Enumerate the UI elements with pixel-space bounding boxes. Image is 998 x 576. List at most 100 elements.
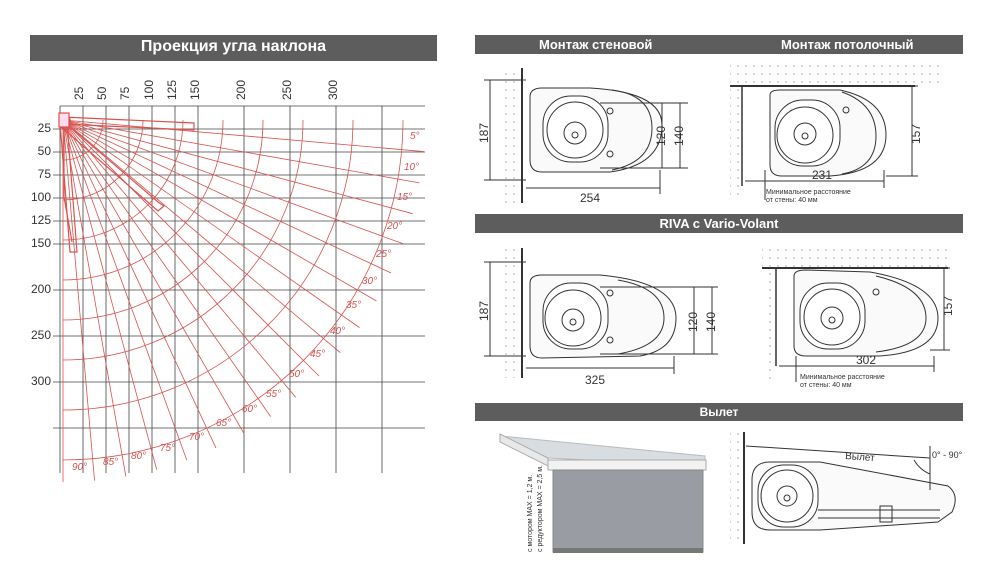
angle-label-35: 35° xyxy=(346,300,361,311)
riva-wall-height-label: 187 xyxy=(477,301,491,321)
angle-ray xyxy=(62,119,296,398)
angle-arc xyxy=(62,119,184,241)
angle-label-70: 70° xyxy=(189,432,204,443)
angle-label-45: 45° xyxy=(310,349,325,360)
riva-ceiling-height-label: 157 xyxy=(941,296,955,316)
awning-note-line1: с мотором MAX = 1,2 м. xyxy=(527,475,534,552)
angle-arcs xyxy=(62,119,404,461)
angle-arc xyxy=(62,119,144,201)
angle-arc xyxy=(62,119,224,281)
angle-label-90: 90° xyxy=(72,462,87,473)
angle-ray xyxy=(62,119,245,434)
angle-ray xyxy=(62,119,420,184)
top-tick-300: 300 xyxy=(326,80,340,100)
ceiling-note-line2: от стены: 40 мм xyxy=(766,197,818,204)
angle-ray xyxy=(62,119,127,477)
projection-label: Вылет xyxy=(845,451,876,464)
ceiling-mount-title: Монтаж потолочный xyxy=(781,37,914,52)
riva-wall-width-label: 325 xyxy=(585,373,605,387)
wall-height-label: 187 xyxy=(477,123,491,143)
wall-width-label: 254 xyxy=(580,191,600,205)
angle-ray xyxy=(62,119,271,417)
angle-ray xyxy=(62,119,392,274)
diagram-grid xyxy=(53,105,425,473)
angle-label-25: 25° xyxy=(375,249,391,260)
wall-mount-drawing xyxy=(484,68,688,203)
angle-ray xyxy=(62,119,404,245)
angle-label-50: 50° xyxy=(289,369,304,380)
left-tick-250: 250 xyxy=(31,328,51,342)
angle-label-40: 40° xyxy=(330,326,345,337)
angle-rays xyxy=(62,119,424,482)
angle-arc xyxy=(62,119,354,411)
projection-angle-label: 0° - 90° xyxy=(932,450,963,460)
angle-ray xyxy=(62,119,188,461)
top-tick-150: 150 xyxy=(188,80,202,100)
left-tick-125: 125 xyxy=(31,213,51,227)
ceiling-height-label: 157 xyxy=(909,124,923,144)
angle-arc xyxy=(62,119,304,361)
angle-ray xyxy=(62,119,217,449)
left-tick-150: 150 xyxy=(31,236,51,250)
angle-arc xyxy=(62,119,404,461)
angle-label-65: 65° xyxy=(216,418,231,429)
awning-note-line2: с редуктором MAX = 2,5 м. xyxy=(537,465,544,552)
projection-header-bar: Вылет xyxy=(475,403,963,421)
ceiling-note-line1: Минимальное расстояние xyxy=(766,189,851,196)
awning-photo xyxy=(499,433,707,553)
riva-ceiling-note-line2: от стены: 40 мм xyxy=(800,382,852,389)
angle-arc xyxy=(62,119,264,321)
angle-label-5: 5° xyxy=(410,131,420,142)
left-title: Проекция угла наклона xyxy=(140,38,327,55)
riva-wall-h1-label: 120 xyxy=(686,312,700,332)
top-tick-75: 75 xyxy=(118,86,132,100)
angle-ray xyxy=(62,119,413,215)
mount-header-bar: Монтаж стеновой Монтаж потолочный xyxy=(475,35,963,54)
wall-mount-title: Монтаж стеновой xyxy=(539,37,653,52)
riva-ceiling-width-label: 302 xyxy=(856,353,876,367)
arm-silhouettes xyxy=(58,112,195,253)
angle-ray xyxy=(62,119,377,302)
left-tick-75: 75 xyxy=(38,167,52,181)
top-tick-125: 125 xyxy=(165,80,179,100)
top-tick-100: 100 xyxy=(142,80,156,100)
angle-label-85: 85° xyxy=(103,457,118,468)
wall-h2-label: 140 xyxy=(672,126,686,146)
angle-ray xyxy=(62,119,158,470)
left-tick-200: 200 xyxy=(31,282,51,296)
angle-label-80: 80° xyxy=(131,451,146,462)
riva-header-bar: RIVA с Vario-Volant xyxy=(475,214,963,233)
riva-wall-h2-label: 140 xyxy=(704,312,718,332)
angle-label-55: 55° xyxy=(266,389,281,400)
angle-ray xyxy=(62,119,95,481)
angle-label-60: 60° xyxy=(242,404,257,415)
top-tick-25: 25 xyxy=(72,86,86,100)
angle-label-10: 10° xyxy=(404,162,419,173)
top-tick-250: 250 xyxy=(280,80,294,100)
left-tick-50: 50 xyxy=(38,144,52,158)
left-tick-300: 300 xyxy=(31,374,51,388)
wall-h1-label: 120 xyxy=(654,126,668,146)
angle-label-15: 15° xyxy=(397,192,412,203)
ceiling-mount-drawing xyxy=(730,64,940,200)
projection-title: Вылет xyxy=(699,405,739,419)
left-tick-25: 25 xyxy=(38,121,52,135)
angle-ray xyxy=(62,119,341,353)
angle-label-30: 30° xyxy=(362,276,377,287)
angle-arc xyxy=(62,119,104,161)
riva-ceiling-drawing xyxy=(762,248,952,382)
angle-label-75: 75° xyxy=(160,443,175,454)
top-tick-50: 50 xyxy=(95,86,109,100)
angle-label-20: 20° xyxy=(386,221,402,232)
left-tick-100: 100 xyxy=(31,190,51,204)
angle-ray xyxy=(62,119,360,328)
angle-ray xyxy=(62,119,320,377)
angle-ray xyxy=(62,119,424,152)
riva-title: RIVA с Vario-Volant xyxy=(659,216,779,231)
projection-drawing xyxy=(730,432,956,544)
riva-ceiling-note-line1: Минимальное расстояние xyxy=(800,374,885,381)
riva-wall-drawing xyxy=(484,248,718,378)
top-tick-200: 200 xyxy=(234,80,248,100)
